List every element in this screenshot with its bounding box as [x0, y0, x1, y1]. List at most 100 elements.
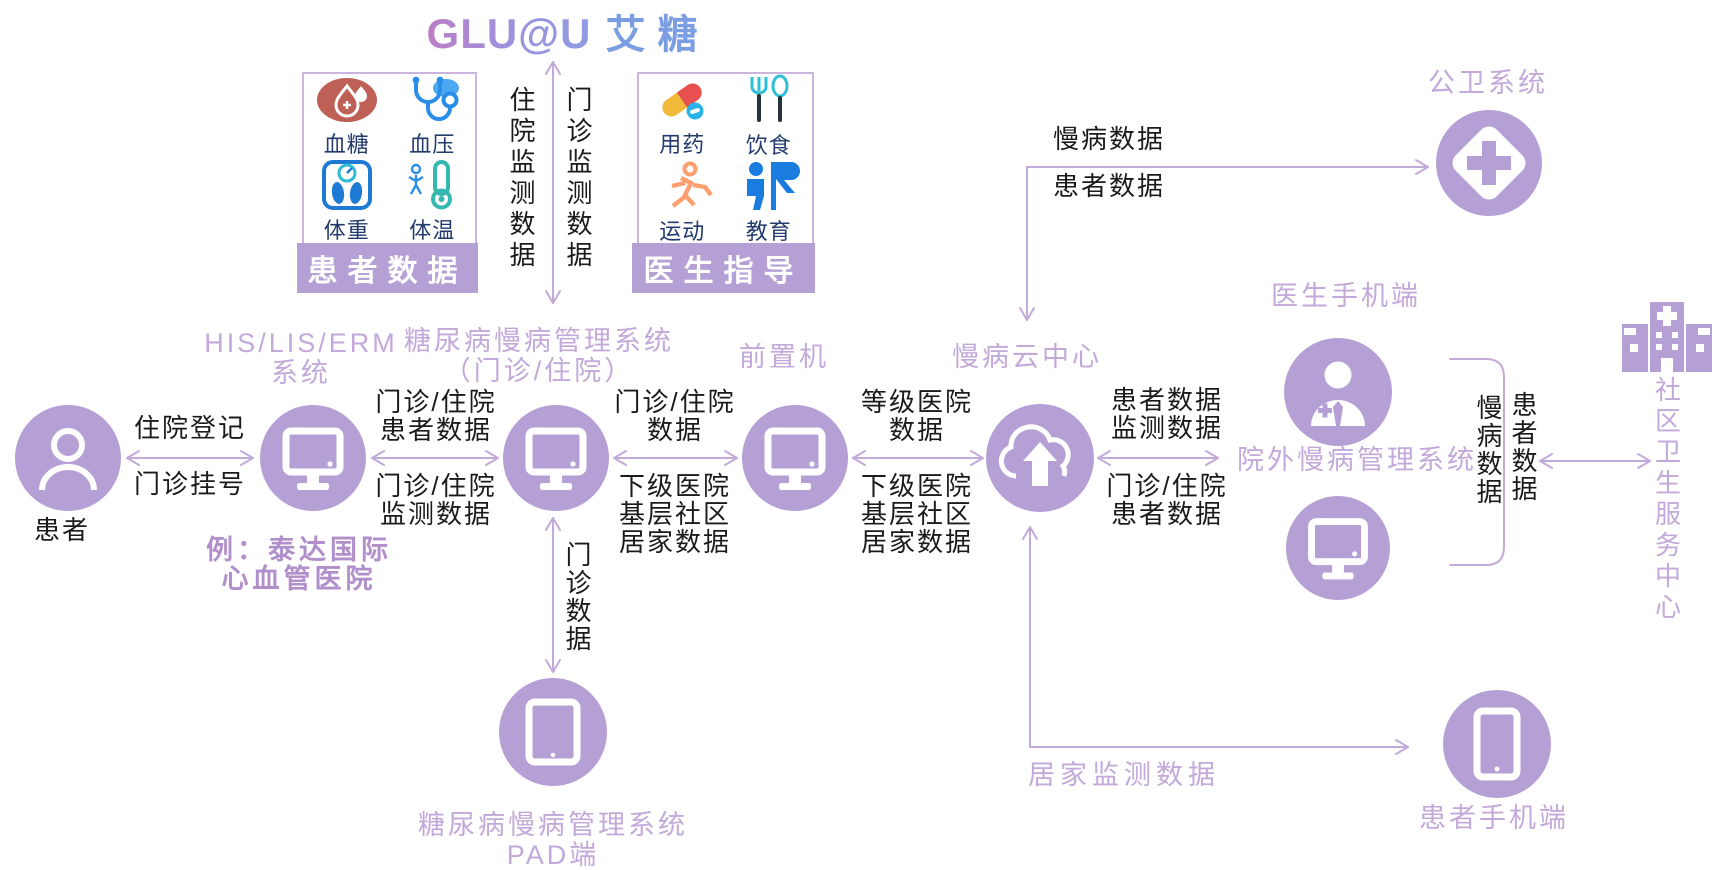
- his-title-line1: HIS/LIS/ERM: [204, 328, 398, 358]
- patient-phone-node: [1443, 690, 1551, 798]
- group-bracket: [1449, 358, 1505, 566]
- doctor-phone-node: [1284, 338, 1392, 446]
- guide-label: 饮食: [745, 133, 792, 158]
- edge-line: 门诊/住院: [375, 471, 497, 501]
- guide-medication: 用药: [639, 74, 726, 160]
- edge-line: 居家数据: [860, 527, 974, 557]
- metric-label: 血压: [409, 131, 456, 157]
- blood-pressure-icon: [412, 76, 460, 121]
- metric-body-temperature: 体温: [390, 159, 476, 245]
- doctor-guidance-box-title: 医生指导: [632, 243, 815, 293]
- edge-label-outpatient-register: 门诊挂号: [133, 469, 247, 499]
- blood-glucose-icon: [316, 77, 377, 122]
- diet-icon: [750, 74, 789, 122]
- outpatient-monitor-data-label: 门诊监测数据: [563, 86, 593, 272]
- pad-title-line2: PAD端: [506, 840, 600, 870]
- metric-label: 体重: [323, 218, 370, 243]
- dm-title-line1: 糖尿病慢病管理系统: [404, 326, 674, 356]
- pad-title-line1: 糖尿病慢病管理系统: [418, 810, 688, 840]
- body-temperature-icon: [408, 160, 453, 210]
- edge-line: 数据: [888, 415, 946, 445]
- tablet-icon: [525, 698, 581, 766]
- public-health-title: 公卫系统: [1428, 68, 1548, 98]
- body-weight-icon: [321, 160, 372, 210]
- metric-blood-pressure: 血压: [390, 74, 476, 159]
- dm-title-line2: （门诊/住院）: [443, 356, 635, 386]
- edge-line: 门诊/住院: [375, 387, 497, 417]
- computer-icon: [282, 427, 344, 490]
- doctor-phone-title: 医生手机端: [1271, 281, 1421, 311]
- cloud-center-node: [986, 404, 1094, 512]
- edge-label-his-dm-top: 门诊/住院 患者数据: [375, 388, 496, 444]
- edge-label-cloud-public-top: 慢病数据: [1053, 124, 1166, 154]
- exercise-icon: [671, 161, 714, 208]
- dm-system-node: [503, 405, 609, 511]
- pad-node-title: 糖尿病慢病管理系统 PAD端: [418, 810, 688, 870]
- computer-icon: [764, 427, 826, 490]
- edge-line: 患者数据: [1110, 385, 1224, 415]
- smartphone-icon: [1473, 707, 1521, 781]
- computer-icon: [525, 427, 587, 490]
- outside-system-computer-node: [1286, 496, 1390, 600]
- community-hospital-node: [1620, 300, 1714, 377]
- patient-data-box-title: 患者数据: [297, 243, 478, 293]
- patient-phone-title: 患者手机端: [1419, 803, 1569, 833]
- edge-label-cloud-outside-top: 患者数据 监测数据: [1111, 386, 1223, 442]
- edge-label-patient-data-vertical: 患者数据: [1508, 391, 1538, 503]
- edge-label-inpatient-register: 住院登记: [133, 413, 247, 443]
- front-node-title: 前置机: [739, 342, 829, 372]
- edge-line: 下级医院: [860, 471, 974, 501]
- community-title: 社区卫生服务中心: [1651, 376, 1682, 624]
- outside-system-title: 院外慢病管理系统: [1237, 445, 1477, 475]
- edge-line: 门诊/住院: [1106, 471, 1228, 501]
- edge-label-cloud-public-bottom: 患者数据: [1053, 171, 1166, 201]
- hospital-building-icon: [1622, 302, 1712, 372]
- edge-label-home-monitor-data: 居家监测数据: [1028, 760, 1220, 790]
- doctor-guidance-box: 用药 饮食 运动 教育: [637, 72, 814, 247]
- edge-label-dm-front-top: 门诊/住院 数据: [614, 388, 735, 444]
- edge-line: 等级医院: [860, 387, 974, 417]
- public-health-node: [1434, 108, 1544, 223]
- edge-label-chronic-data-vertical: 慢病数据: [1473, 394, 1503, 506]
- patient-node: [15, 405, 121, 511]
- medication-icon: [662, 83, 704, 120]
- patient-icon: [39, 428, 97, 491]
- metric-blood-glucose: 血糖: [304, 74, 390, 159]
- edge-line: 数据: [646, 415, 704, 445]
- guide-diet: 饮食: [726, 74, 813, 160]
- edge-line: 患者数据: [379, 415, 493, 445]
- edge-label-outpatient-data-vertical: 门诊数据: [562, 541, 592, 653]
- edge-label-front-cloud-top: 等级医院 数据: [861, 388, 973, 444]
- patient-node-label: 患者: [33, 515, 91, 545]
- example-hospital-note: 例：泰达国际 心血管医院: [206, 536, 392, 594]
- edge-line: 基层社区: [860, 499, 974, 529]
- dm-node-title: 糖尿病慢病管理系统 （门诊/住院）: [404, 326, 674, 386]
- edge-label-his-dm-bottom: 门诊/住院 监测数据: [375, 472, 496, 528]
- doctor-icon: [1311, 361, 1365, 426]
- edge-line: 基层社区: [618, 499, 732, 529]
- metric-label: 血糖: [323, 131, 370, 157]
- his-node: [260, 405, 366, 511]
- guide-label: 教育: [745, 219, 792, 244]
- edge-label-cloud-outside-bottom: 门诊/住院 患者数据: [1106, 472, 1227, 528]
- edge-label-dm-front-bottom: 下级医院 基层社区 居家数据: [619, 472, 731, 556]
- logo-text-cn: 艾糖: [605, 13, 710, 57]
- his-node-title: HIS/LIS/ERM 系统: [204, 328, 398, 388]
- cloud-node-title: 慢病云中心: [952, 342, 1102, 372]
- guide-label: 用药: [659, 132, 706, 157]
- metric-body-weight: 体重: [304, 159, 390, 245]
- edge-line: 监测数据: [1110, 413, 1224, 443]
- edge-line: 患者数据: [1110, 499, 1224, 529]
- computer-icon: [1308, 518, 1368, 580]
- edge-line: 下级医院: [618, 471, 732, 501]
- cloud-upload-icon: [998, 424, 1071, 486]
- patient-data-box: 血糖 血压 体重: [302, 72, 477, 247]
- pad-node: [499, 678, 607, 786]
- edge-line: 门诊/住院: [614, 387, 736, 417]
- education-icon: [746, 162, 800, 210]
- example-note-line2: 心血管医院: [221, 564, 377, 594]
- edge-line: 居家数据: [618, 527, 732, 557]
